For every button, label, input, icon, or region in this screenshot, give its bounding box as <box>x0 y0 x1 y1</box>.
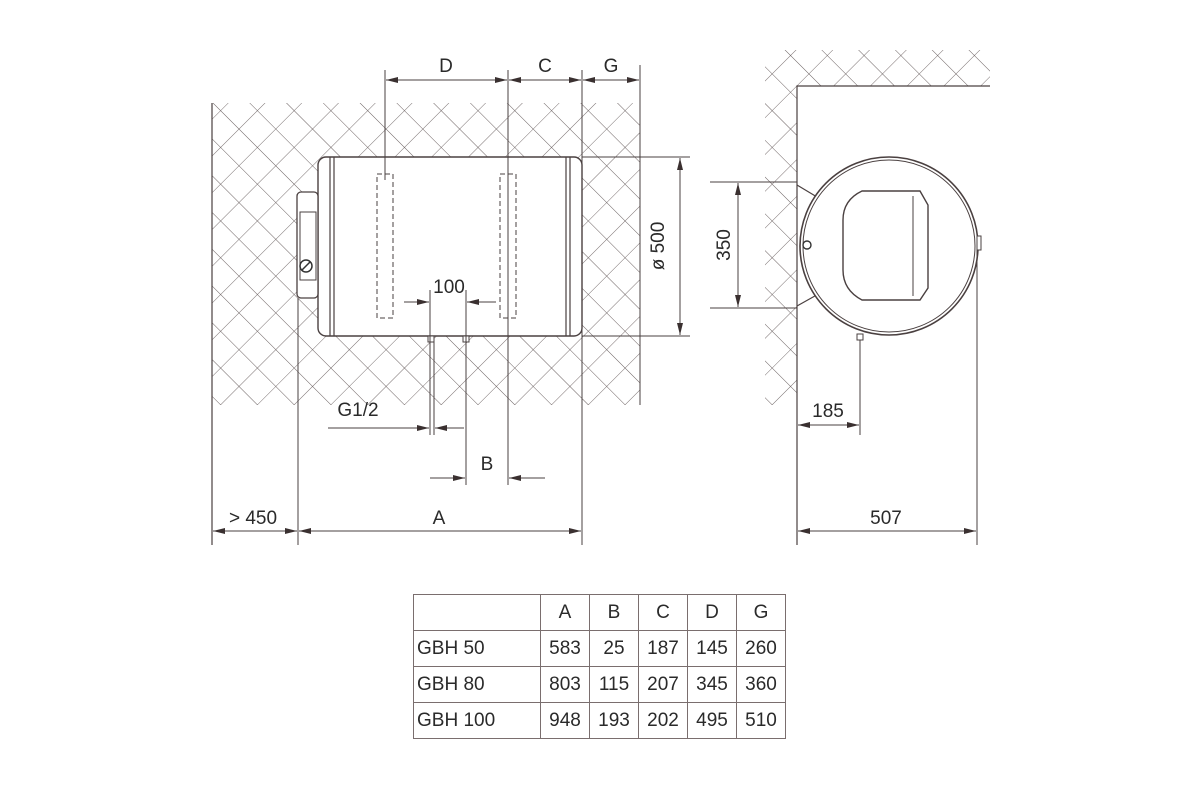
table-cell: 193 <box>589 702 639 739</box>
model-name: GBH 80 <box>413 666 541 703</box>
dim-label-b: B <box>481 454 494 475</box>
model-dimensions-table: A B C D G GBH 50 583 25 187 145 260 GBH … <box>413 594 786 739</box>
table-cell: 25 <box>589 630 639 667</box>
table-cell: 360 <box>736 666 786 703</box>
table-row: GBH 100 948 193 202 495 510 <box>413 702 786 739</box>
dim-label-thread: G1/2 <box>337 400 378 421</box>
dim-label-d: D <box>439 56 453 77</box>
table-row: GBH 80 803 115 207 345 360 <box>413 666 786 703</box>
outlet-connection <box>856 333 864 341</box>
side-view: 350 185 507 <box>710 50 990 545</box>
table-cell: 510 <box>736 702 786 739</box>
water-heater-tank-side <box>796 156 982 341</box>
model-name: GBH 100 <box>413 702 541 739</box>
table-cell: 583 <box>540 630 590 667</box>
table-cell: 948 <box>540 702 590 739</box>
table-header-cell: G <box>736 594 786 631</box>
table-cell: 207 <box>638 666 688 703</box>
table-cell: 803 <box>540 666 590 703</box>
table-row: GBH 50 583 25 187 145 260 <box>413 630 786 667</box>
dim-label-g: G <box>604 56 619 77</box>
table-cell: 202 <box>638 702 688 739</box>
model-name: GBH 50 <box>413 630 541 667</box>
front-view: D C G ø 500 100 G1/2 B > 450 A <box>211 56 690 545</box>
table-cell: 495 <box>687 702 737 739</box>
dim-label-bracket: 350 <box>714 229 735 261</box>
table-cell: 187 <box>638 630 688 667</box>
table-header-cell: C <box>638 594 688 631</box>
table-header-cell: A <box>540 594 590 631</box>
dim-label-outlet: 185 <box>812 401 844 422</box>
table-header-cell: B <box>589 594 639 631</box>
dim-label-a: A <box>433 508 446 529</box>
dim-label-depth: 507 <box>870 508 902 529</box>
dim-label-c: C <box>538 56 552 77</box>
water-heater-tank-front <box>296 156 583 343</box>
dim-label-diameter: ø 500 <box>648 222 669 271</box>
table-cell: 145 <box>687 630 737 667</box>
table-cell: 260 <box>736 630 786 667</box>
pipe-connection-left <box>427 335 435 343</box>
table-cell: 345 <box>687 666 737 703</box>
table-cell: 115 <box>589 666 639 703</box>
dim-label-pipe-spacing: 100 <box>433 277 465 298</box>
table-header-cell <box>413 594 541 631</box>
table-header-row: A B C D G <box>413 594 786 631</box>
table-header-cell: D <box>687 594 737 631</box>
dim-label-clearance: > 450 <box>229 508 277 529</box>
